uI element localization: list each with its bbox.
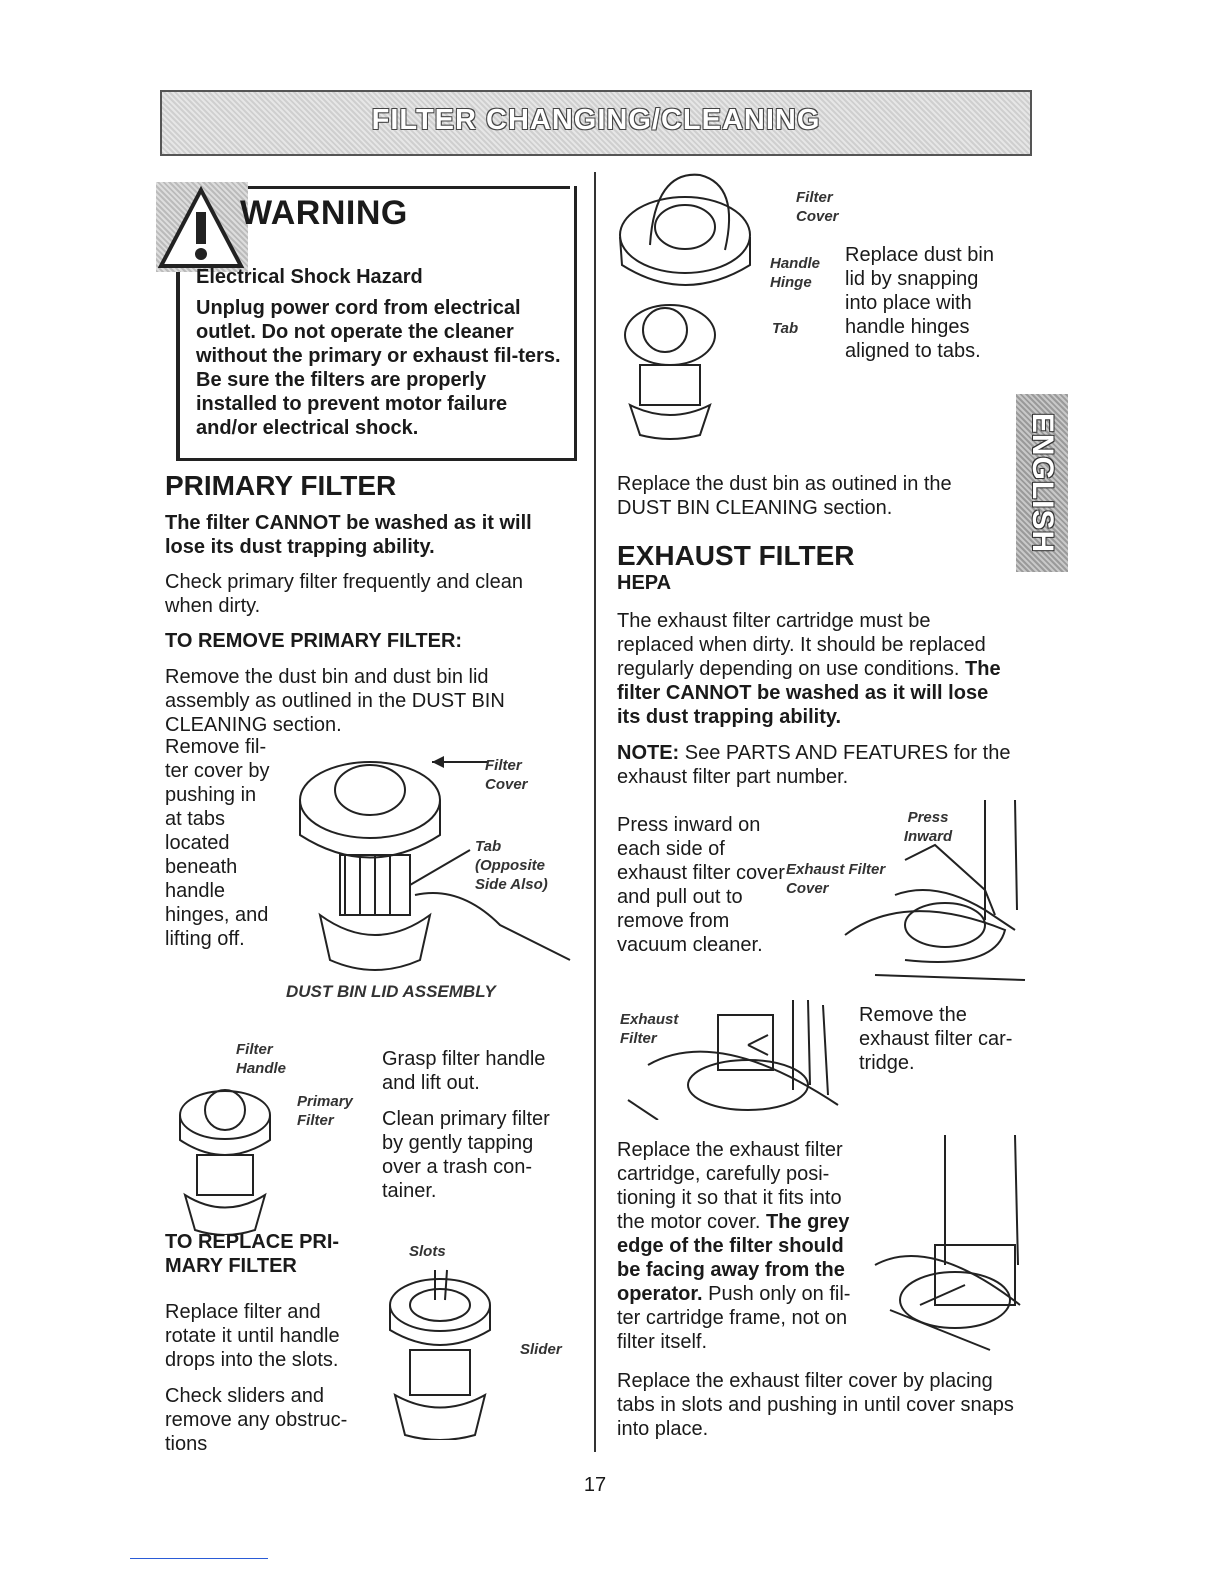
warning-title: WARNING [240,194,408,232]
exhaust-text-bold: The filter CANNOT be washed as it will l… [617,658,1001,728]
remove-cover-text: Remove fil-ter cover by pushing in at ta… [165,736,270,950]
exhaust-cover-illustration [844,800,1026,981]
fig-handle-hinge-label: Handle Hinge [770,255,821,291]
language-side-tab: ENGLISH [1016,394,1068,572]
note-label: NOTE: [617,742,680,764]
primary-check-text: Check primary filter frequently and clea… [165,571,523,617]
grasp-text: Grasp filter handle and lift out. [382,1048,546,1094]
fig1-caption: DUST BIN LID ASSEMBLY [286,982,496,1001]
remove-cartridge-text: Remove the exhaust filter car-tridge. [859,1004,1013,1074]
exhaust-text-regular: The exhaust filter cartridge must be rep… [617,610,986,680]
fig1-tab-label: Tab (Opposite Side Also) [475,838,548,893]
primary-filter-illustration [179,1089,271,1235]
remove-primary-heading: TO REMOVE PRIMARY FILTER: [165,630,463,652]
primary-filter-heading: PRIMARY FILTER [165,470,397,501]
push-text: Push only on fil-ter cartridge frame, no… [617,1283,851,1353]
slots-slider-illustration [389,1269,491,1440]
section-title: FILTER CHANGING/CLEANING [371,104,821,136]
primary-filter-warning: The filter CANNOT be washed as it will l… [165,512,532,558]
press-text: Press inward on each side of exhaust fil… [617,814,785,956]
fig1-filter-cover-label: Filter Cover [485,757,528,793]
side-tab-label: ENGLISH [1026,412,1059,554]
warning-body: Unplug power cord from electrical outlet… [196,297,561,439]
replace-bin-text: Replace the dust bin as outined in the D… [617,473,952,519]
remove-primary-text: Remove the dust bin and dust bin lid ass… [165,666,505,736]
page-number: 17 [583,1474,607,1496]
grey-edge-bold: The grey edge of the filter should be fa… [617,1211,850,1305]
section-banner: FILTER CHANGING/CLEANING [160,90,1032,156]
replace-primary-text: Replace filter and rotate it until handl… [165,1301,340,1371]
warning-triangle-icon [158,186,244,268]
hepa-subheading: HEPA [617,572,672,594]
dust-bin-lid-illustration [299,761,571,971]
dust-bin-lid-replace-illustration [619,173,751,440]
warning-subtitle: Electrical Shock Hazard [196,266,423,288]
warning-box [176,186,577,461]
fig3-slots-label: Slots [409,1243,446,1260]
fig-exhaust-cover-label: Exhaust Filter Cover [786,861,886,897]
fig2-primary-filter-label: Primary Filter [297,1093,353,1129]
replace-cartridge-regular: Replace the exhaust filter cartridge, ca… [617,1139,843,1233]
fig3-slider-label: Slider [520,1341,562,1358]
filter-cover-arrow-icon [432,756,488,768]
replace-primary-heading: TO REPLACE PRI-MARY FILTER [165,1231,340,1277]
note-text: See PARTS AND FEATURES for the exhaust f… [617,742,1011,788]
warning-box-top [176,186,570,189]
exhaust-filter-heading: EXHAUST FILTER [617,540,855,571]
replace-cartridge-text: Replace the exhaust filter cartridge, ca… [617,1138,862,1354]
exhaust-filter-illustration [627,999,839,1120]
fig-filter-cover-label: Filter Cover [796,189,839,225]
clean-text: Clean primary filter by gently tapping o… [382,1108,550,1202]
replace-cover-text: Replace the exhaust filter cover by plac… [617,1370,1014,1440]
fig-exhaust-filter-label: Exhaust Filter [620,1011,679,1047]
footer-rule [130,1558,268,1559]
fig-tab-label: Tab [772,320,799,337]
fig-press-inward-label: Press Inward [903,809,953,845]
replace-cartridge-illustration [874,1135,1021,1351]
note: NOTE: See PARTS AND FEATURES for the exh… [617,741,1027,789]
column-divider [594,172,596,1452]
fig2-filter-handle-label: Filter Handle [236,1041,287,1077]
replace-lid-text: Replace dust bin lid by snapping into pl… [845,244,994,362]
exhaust-text: The exhaust filter cartridge must be rep… [617,609,1012,729]
check-sliders-text: Check sliders and remove any obstruc-tio… [165,1385,348,1455]
